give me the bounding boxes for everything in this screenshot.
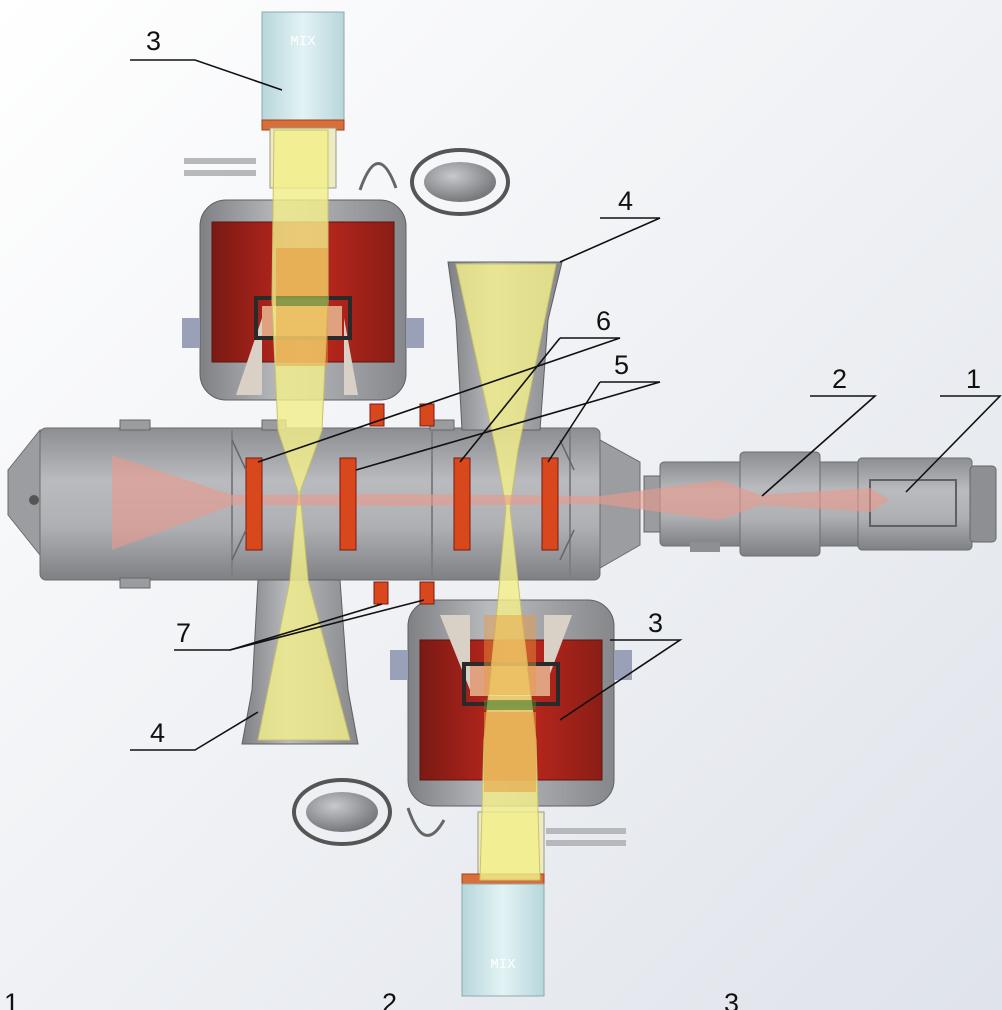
small-electrodes (369, 403, 435, 605)
label-3-top: 3 (146, 26, 161, 56)
label-1: 1 (966, 364, 981, 394)
label-2: 2 (832, 364, 847, 394)
label-6: 6 (596, 306, 611, 336)
svg-text:MIX: MIX (290, 34, 316, 50)
beam-horizontal (112, 455, 890, 550)
caption-number-2: 2 (382, 988, 397, 1010)
label-5: 5 (614, 350, 629, 380)
label-4-top: 4 (618, 186, 633, 216)
label-3-bottom: 3 (648, 608, 663, 638)
svg-text:MIX: MIX (490, 957, 516, 973)
caption-number-3: 3 (724, 988, 739, 1010)
label-7: 7 (176, 618, 191, 648)
number-labels: 3 4 6 5 2 1 3 7 4 1 2 3 (4, 26, 981, 1010)
label-4-bottom: 4 (150, 718, 165, 748)
caption-number-1: 1 (4, 988, 19, 1010)
callout-lines (130, 59, 1002, 751)
ring-electrodes (231, 439, 575, 561)
